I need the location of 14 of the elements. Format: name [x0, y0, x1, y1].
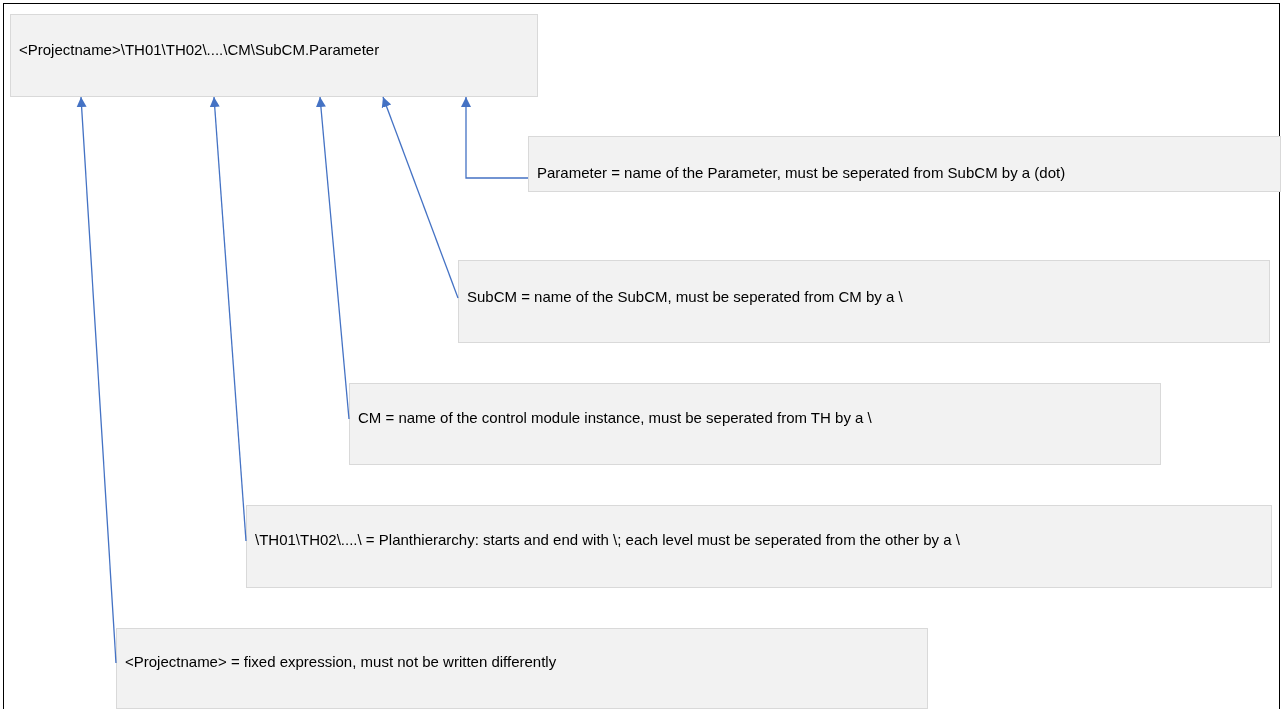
description-box: [458, 260, 1270, 343]
description-box: [349, 383, 1161, 465]
description-text: \TH01\TH02\....\ = Planthierarchy: starts and end with \; each level must be seperated from the other by a \: [255, 531, 960, 548]
description-box: [528, 136, 1281, 192]
description-text: Parameter = name of the Parameter, must be seperated from SubCM by a (dot): [537, 164, 1066, 181]
description-box: [246, 505, 1272, 588]
description-text: CM = name of the control module instance, must be seperated from TH by a \: [358, 409, 872, 426]
description-box: [116, 628, 928, 709]
description-text: SubCM = name of the SubCM, must be seperated from CM by a \: [467, 288, 903, 305]
path-expression: <Projectname>\TH01\TH02\....\CM\SubCM.Parameter: [19, 41, 380, 58]
description-text: <Projectname> = fixed expression, must not be written differently: [125, 653, 557, 670]
leader-arrow: [381, 96, 459, 299]
path-box: [10, 14, 538, 97]
leader-arrow: [461, 96, 529, 179]
